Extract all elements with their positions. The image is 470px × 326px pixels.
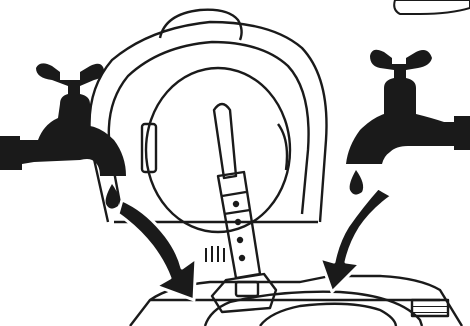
filter-icon [212,102,262,280]
hinge-teeth [205,246,225,262]
corner-fragment [393,0,470,15]
container-icon [129,272,464,326]
lid-icon [88,8,328,234]
water-drop-icon [349,170,364,195]
water-drop-icon [105,184,120,209]
arrow-icon [116,198,198,302]
arrow-icon [318,186,394,294]
faucet-icon [346,49,470,164]
faucet-icon [0,63,126,176]
